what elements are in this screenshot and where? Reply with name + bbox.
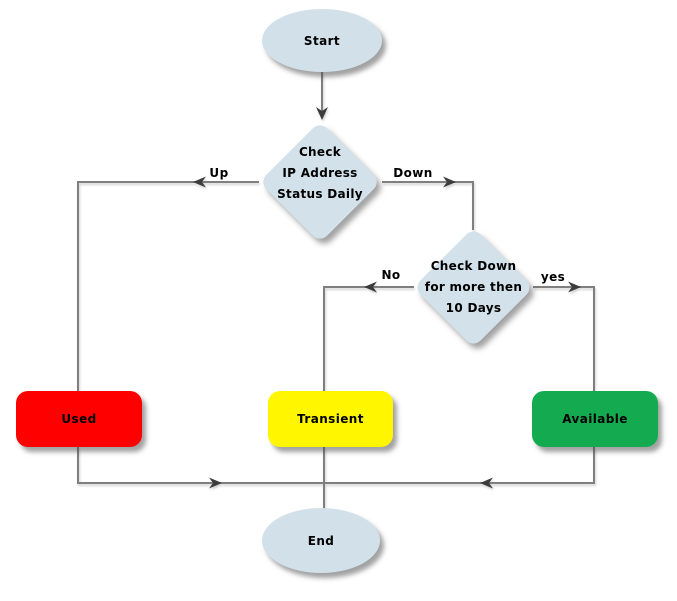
start-node[interactable]: Start (262, 9, 382, 72)
decision-check-down-shape (413, 227, 534, 348)
transient-node-label: Transient (297, 412, 364, 426)
available-node[interactable]: Available (532, 391, 658, 447)
end-node-label: End (307, 533, 335, 548)
end-node[interactable]: End (262, 508, 380, 573)
used-node[interactable]: Used (16, 391, 142, 447)
decision-check-down-node[interactable] (413, 227, 534, 348)
used-node-label: Used (61, 412, 97, 426)
arrowhead-down-start (316, 107, 328, 120)
decision-check-status-node[interactable] (259, 121, 381, 243)
arrowhead-right-down (443, 176, 456, 188)
edge-yes-to-available (533, 286, 595, 391)
arrowhead-left-available (480, 477, 493, 489)
edge-label-up: Up (209, 166, 229, 180)
decision-check-status-shape (259, 121, 381, 243)
arrowhead-right-yes (568, 281, 581, 293)
available-node-label: Available (562, 412, 628, 426)
edge-no-to-transient (323, 286, 414, 391)
transient-node[interactable]: Transient (268, 391, 393, 447)
edge-label-yes: yes (540, 270, 566, 284)
arrowhead-left-no (364, 281, 377, 293)
arrowhead-left-up (193, 176, 206, 188)
arrowhead-right-used (209, 477, 222, 489)
edge-down-to-decision2 (382, 181, 474, 230)
edge-used-to-end (77, 447, 324, 484)
edge-available-to-end (324, 447, 595, 484)
edge-label-no: No (381, 268, 401, 282)
edge-label-down: Down (393, 166, 433, 180)
edge-up-to-used (77, 181, 259, 391)
start-node-label: Start (303, 33, 341, 48)
